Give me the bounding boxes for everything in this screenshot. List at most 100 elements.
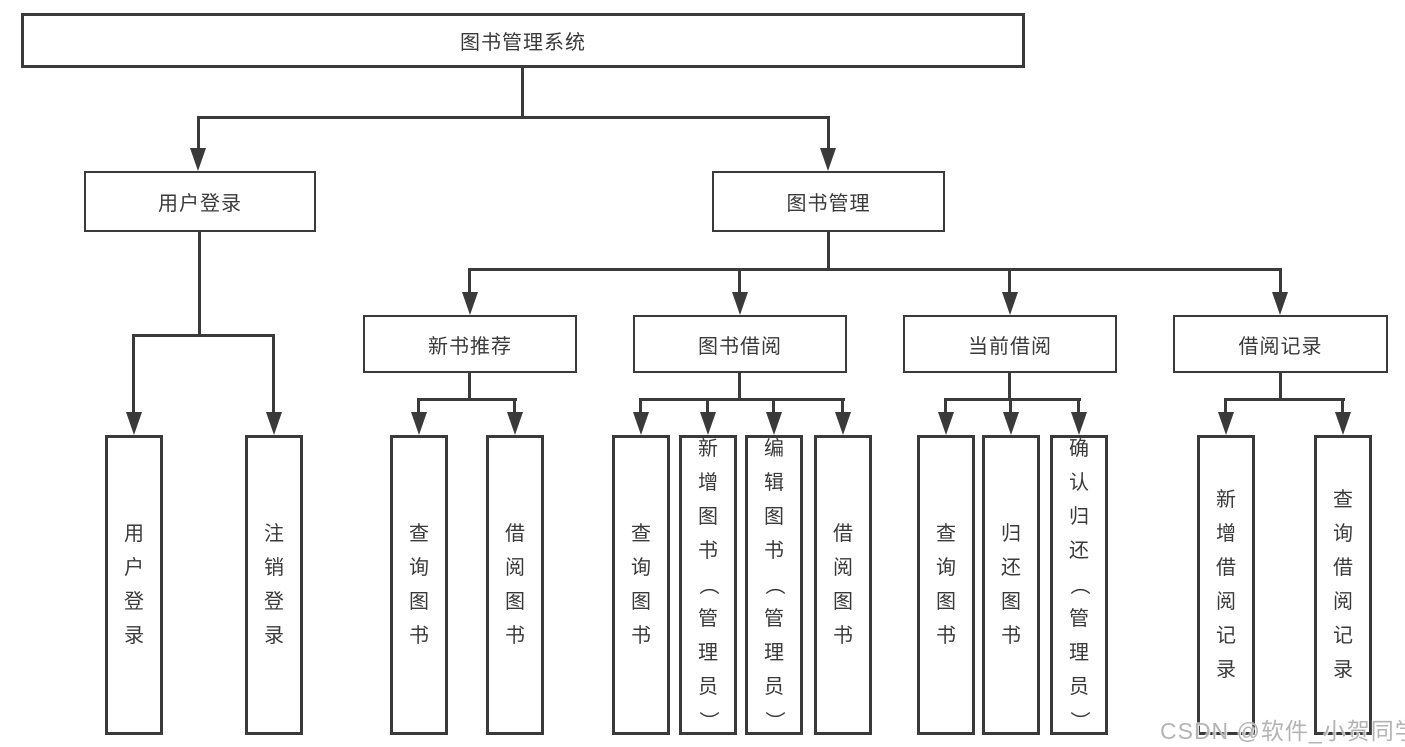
connector-user-login-stem: [198, 232, 201, 337]
node-book-borrow: 图书借阅: [633, 315, 847, 373]
arrow-down-bb-edit: [766, 412, 782, 435]
arrow-down-nb-borrow: [507, 412, 523, 435]
leaf-label-char: 归: [1001, 523, 1021, 545]
connector-drop-nb-query: [417, 398, 420, 414]
leaf-label-char: 阅: [505, 557, 525, 579]
connector-user-login-hbar: [132, 334, 275, 337]
leaf-query-books-current: 查询图书: [917, 435, 975, 735]
leaf-label-char: 书: [1001, 625, 1021, 647]
leaf-confirm-return-admin: 确认归还（管理员）: [1050, 435, 1108, 735]
arrow-down-borrowing: [732, 292, 748, 315]
node-current-borrow: 当前借阅: [903, 315, 1117, 373]
leaf-label-char: 理: [764, 642, 784, 664]
leaf-label-char: 记: [1333, 625, 1353, 647]
connector-root-stem: [521, 68, 524, 118]
leaf-label-char: 图: [631, 591, 651, 613]
leaf-label-char: 阅: [833, 557, 853, 579]
leaf-label-char: 书: [409, 625, 429, 647]
arrow-down-leaf-logout: [266, 412, 282, 435]
connector-drop-cb-query: [944, 398, 947, 414]
connector-drop-bb-query: [639, 398, 642, 414]
leaf-label-char: 图: [409, 591, 429, 613]
arrow-down-user-login: [190, 148, 206, 171]
leaf-label-char: 阅: [1333, 591, 1353, 613]
leaf-label-char: （: [763, 575, 785, 595]
connector-borrowing-hbar: [639, 398, 845, 401]
connector-drop-bb-borrow: [841, 398, 844, 414]
leaf-label-char: 管: [1069, 608, 1089, 630]
leaf-label-char: 图: [833, 591, 853, 613]
arrow-down-book-mgmt: [820, 148, 836, 171]
arrow-down-cb-query: [938, 412, 954, 435]
connector-drop-bb-edit: [772, 398, 775, 414]
node-book-borrow-label: 图书借阅: [698, 335, 782, 358]
leaf-label-char: 用: [124, 523, 144, 545]
leaf-label-char: 书: [936, 625, 956, 647]
arrow-down-cb-return: [1003, 412, 1019, 435]
leaf-label-char: 新: [698, 438, 718, 460]
leaf-label-char: 增: [698, 472, 718, 494]
leaf-query-borrow-record: 查询借阅记录: [1314, 435, 1372, 735]
leaf-label-char: 书: [764, 540, 784, 562]
leaf-label-char: 查: [1333, 489, 1353, 511]
node-root-label: 图书管理系统: [460, 32, 586, 54]
leaf-label-char: 员: [764, 676, 784, 698]
arrow-down-current: [1002, 292, 1018, 315]
leaf-label-char: 编: [764, 438, 784, 460]
leaf-label-char: 询: [936, 557, 956, 579]
node-user-login: 用户登录: [84, 171, 316, 232]
connector-drop-new-books: [468, 268, 471, 296]
leaf-label-char: 注: [264, 523, 284, 545]
leaf-label-char: 录: [1216, 659, 1236, 681]
leaf-user-login: 用户登录: [105, 435, 163, 735]
node-current-borrow-label: 当前借阅: [968, 335, 1052, 358]
leaf-label-char: 借: [833, 523, 853, 545]
leaf-label-char: 图: [505, 591, 525, 613]
leaf-label-char: 书: [698, 540, 718, 562]
connector-book-mgmt-stem: [827, 232, 830, 271]
leaf-label-char: 查: [936, 523, 956, 545]
connector-borrowing-stem: [738, 373, 741, 401]
arrow-down-bb-add: [700, 412, 716, 435]
leaf-label-char: 增: [1216, 523, 1236, 545]
leaf-label-char: 员: [698, 676, 718, 698]
leaf-label-char: 录: [264, 625, 284, 647]
leaf-label-char: 登: [264, 591, 284, 613]
leaf-label-char: 理: [1069, 642, 1089, 664]
leaf-label-char: ）: [697, 711, 719, 731]
connector-drop-cb-confirm: [1077, 398, 1080, 414]
leaf-borrow-books-borrow: 借阅图书: [814, 435, 872, 735]
connector-records-hbar: [1224, 398, 1345, 401]
arrow-down-rec-add: [1218, 412, 1234, 435]
leaf-label-char: 辑: [764, 472, 784, 494]
connector-root-hbar: [197, 116, 830, 119]
leaf-label-char: 图: [1001, 591, 1021, 613]
leaf-label-char: 销: [264, 557, 284, 579]
arrow-down-bb-query: [633, 412, 649, 435]
leaf-label-char: 书: [505, 625, 525, 647]
leaf-label-char: （: [697, 575, 719, 595]
leaf-label-char: 确: [1069, 438, 1089, 460]
leaf-label-char: 书: [833, 625, 853, 647]
leaf-label-char: 录: [1333, 659, 1353, 681]
leaf-label-char: 记: [1216, 625, 1236, 647]
connector-drop-book-mgmt: [827, 116, 830, 154]
leaf-label-char: 图: [764, 506, 784, 528]
connector-book-mgmt-hbar: [468, 268, 1282, 271]
leaf-return-books: 归还图书: [982, 435, 1040, 735]
connector-drop-borrowing: [738, 268, 741, 296]
leaf-label-char: 还: [1069, 540, 1089, 562]
connector-drop-rec-query: [1341, 398, 1344, 414]
leaf-label-char: （: [1068, 575, 1090, 595]
leaf-label-char: 认: [1069, 472, 1089, 494]
connector-current-hbar: [944, 398, 1081, 401]
connector-drop-cb-return: [1009, 398, 1012, 414]
connector-drop-rec-add: [1224, 398, 1227, 414]
leaf-label-char: 理: [698, 642, 718, 664]
connector-records-stem: [1279, 373, 1282, 401]
leaf-label-char: 借: [1216, 557, 1236, 579]
leaf-label-char: 员: [1069, 676, 1089, 698]
node-book-mgmt: 图书管理: [712, 171, 945, 232]
connector-drop-nb-borrow: [513, 398, 516, 414]
leaf-label-char: 管: [764, 608, 784, 630]
